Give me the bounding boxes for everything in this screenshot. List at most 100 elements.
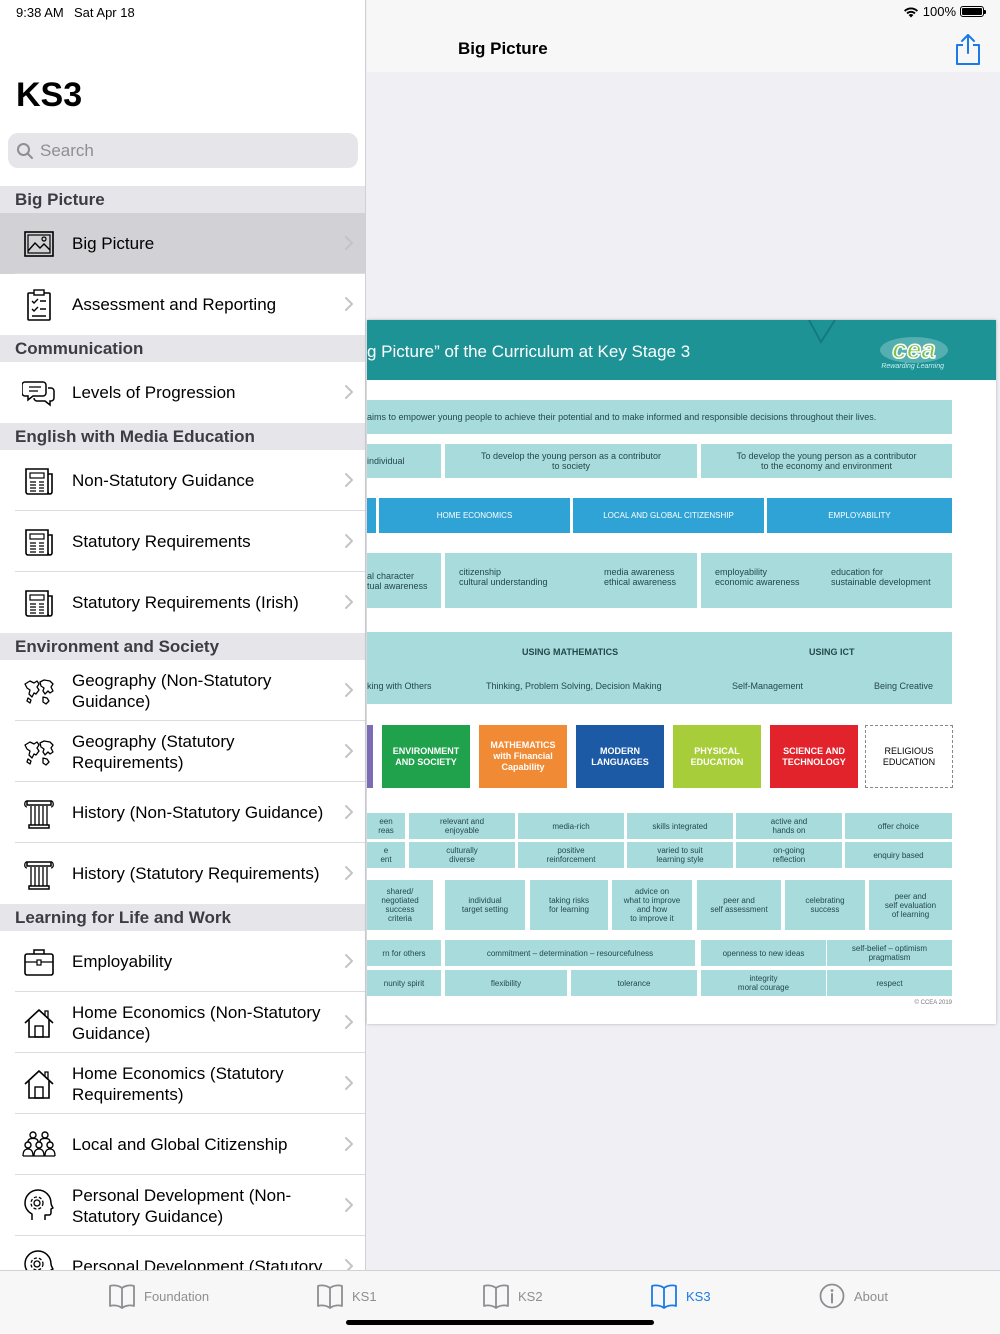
book-icon [109,1284,135,1309]
assessment-cell: peer and self assessment [697,880,781,930]
share-icon[interactable] [954,32,982,66]
search-icon [17,142,33,159]
sidebar-item-geography-statutory-requirements[interactable]: Geography (Statutory Requirements) [0,721,365,782]
house-icon [22,1067,56,1101]
subject-mathematics: MATHEMATICS with Financial Capability [479,725,567,788]
subject-modern: MODERN LANGUAGES [576,725,664,788]
chevron-right-icon [345,954,353,968]
book-icon [651,1284,677,1309]
section-header: English with Media Education [0,423,365,450]
sidebar-item-big-picture[interactable]: Big Picture [0,213,365,274]
row-separator [15,1174,365,1175]
newspaper-icon [22,464,56,498]
chevron-right-icon [345,683,353,697]
world-map-icon [22,735,56,769]
tab-ks2[interactable]: KS2 [482,1283,543,1309]
sidebar-item-non-statutory-guidance[interactable]: Non-Statutory Guidance [0,450,365,511]
cea-logo: cea [880,334,948,365]
sidebar-item-statutory-requirements[interactable]: Statutory Requirements [0,511,365,572]
sidebar-item-assessment-and-reporting[interactable]: Assessment and Reporting [0,274,365,335]
speech-bubbles-icon [22,376,56,410]
column-icon [22,796,56,830]
sidebar-item-local-and-global-citizenship[interactable]: Local and Global Citizenship [0,1114,365,1175]
row1-cell: skills integrated [627,813,733,839]
tab-label: Foundation [144,1288,210,1304]
key-element-group-3: employability economic awareness educati… [701,553,952,608]
status-date: Sat Apr 18 [74,5,135,20]
skill-others: king with Others [367,681,432,691]
skill-thinking: Thinking, Problem Solving, Decision Maki… [486,681,662,691]
sidebar-item-history-statutory-requirements[interactable]: History (Statutory Requirements) [0,843,365,904]
chevron-right-icon [345,1015,353,1029]
home-indicator [346,1320,654,1325]
newspaper-icon [22,525,56,559]
logo-tagline: Rewarding Learning [881,363,944,370]
chevron-right-icon [345,385,353,399]
row-separator [15,720,365,721]
tab-ks3[interactable]: KS3 [650,1283,711,1309]
row-separator [15,571,365,572]
sidebar-item-label: Assessment and Reporting [72,295,277,314]
sidebar-item-statutory-requirements-irish[interactable]: Statutory Requirements (Irish) [0,572,365,633]
assessment-cell: individual target setting [445,880,525,930]
attitudes1-cell: rn for others [367,940,441,966]
sidebar-item-levels-of-progression[interactable]: Levels of Progression [0,362,365,423]
svg-text:cea: cea [892,334,935,364]
people-group-icon [22,1128,56,1162]
strand-partial [367,498,376,533]
row1-cell: offer choice [845,813,952,839]
tab-ks1[interactable]: KS1 [316,1283,377,1309]
row2-cell: enquiry based [845,842,952,868]
navbar: Big Picture [367,0,1000,72]
subject-partial [367,725,373,788]
sidebar-item-personal-development-statutory[interactable]: Personal Development (Statutory [0,1236,365,1270]
row-separator [15,991,365,992]
chevron-right-icon [345,236,353,250]
section-header: Environment and Society [0,633,365,660]
subject-environment: ENVIRONMENT AND SOCIETY [382,725,470,788]
section-header: Big Picture [0,186,365,213]
sidebar-item-history-non-statutory-guidance[interactable]: History (Non-Statutory Guidance) [0,782,365,843]
row1-cell: media-rich [518,813,624,839]
image-icon [22,227,56,261]
strand-home-economics: HOME ECONOMICS [379,498,570,533]
subject-religious: RELIGIOUS EDUCATION [865,725,953,788]
sidebar-item-personal-development-non-statutory-guidance[interactable]: Personal Development (Non-Statutory Guid… [0,1175,365,1236]
decorative-triangle-icon [808,320,836,344]
poster-title: g Picture” of the Curriculum at Key Stag… [367,342,691,361]
chevron-right-icon [345,595,353,609]
tab-about[interactable]: About [818,1283,888,1309]
sidebar-item-geography-non-statutory-guidance[interactable]: Geography (Non-Statutory Guidance) [0,660,365,721]
subject-science-and: SCIENCE AND TECHNOLOGY [770,725,858,788]
sidebar-item-home-economics-non-statutory-guidance[interactable]: Home Economics (Non-Statutory Guidance) [0,992,365,1053]
search-bar[interactable] [8,133,358,168]
sidebar-item-home-economics-statutory-requirements[interactable]: Home Economics (Statutory Requirements) [0,1053,365,1114]
row2-cell: e ent [367,842,405,868]
assessment-cell: advice on what to improve and how to imp… [612,880,692,930]
tab-label: About [854,1288,888,1304]
chevron-right-icon [345,1198,353,1212]
assessment-cell: taking risks for learning [530,880,608,930]
big-picture-poster[interactable]: g Picture” of the Curriculum at Key Stag… [367,320,996,1024]
sidebar-item-label: Local and Global Citizenship [72,1135,288,1154]
poster-header: g Picture” of the Curriculum at Key Stag… [367,320,996,380]
chevron-right-icon [345,744,353,758]
sidebar-item-label: Geography (Non-Statutory Guidance) [72,670,272,711]
search-input[interactable] [40,140,340,161]
sidebar-item-label: History (Statutory Requirements) [72,864,320,883]
tab-foundation[interactable]: Foundation [108,1283,209,1309]
sidebar-item-employability[interactable]: Employability [0,931,365,992]
skill-self-management: Self-Management [732,681,804,691]
strand-citizenship: LOCAL AND GLOBAL CITIZENSHIP [573,498,764,533]
row2-cell: culturally diverse [409,842,515,868]
skill-creative: Being Creative [874,681,934,691]
tab-label: KS1 [352,1288,377,1304]
tab-label: KS3 [686,1288,711,1304]
attitudes2-cell: nunity spirit [367,970,441,996]
sidebar-item-label: Big Picture [72,234,155,253]
page-title: Big Picture [458,39,548,58]
sidebar-item-label: Personal Development (Non-Statutory Guid… [72,1185,292,1226]
row-separator [15,273,365,274]
